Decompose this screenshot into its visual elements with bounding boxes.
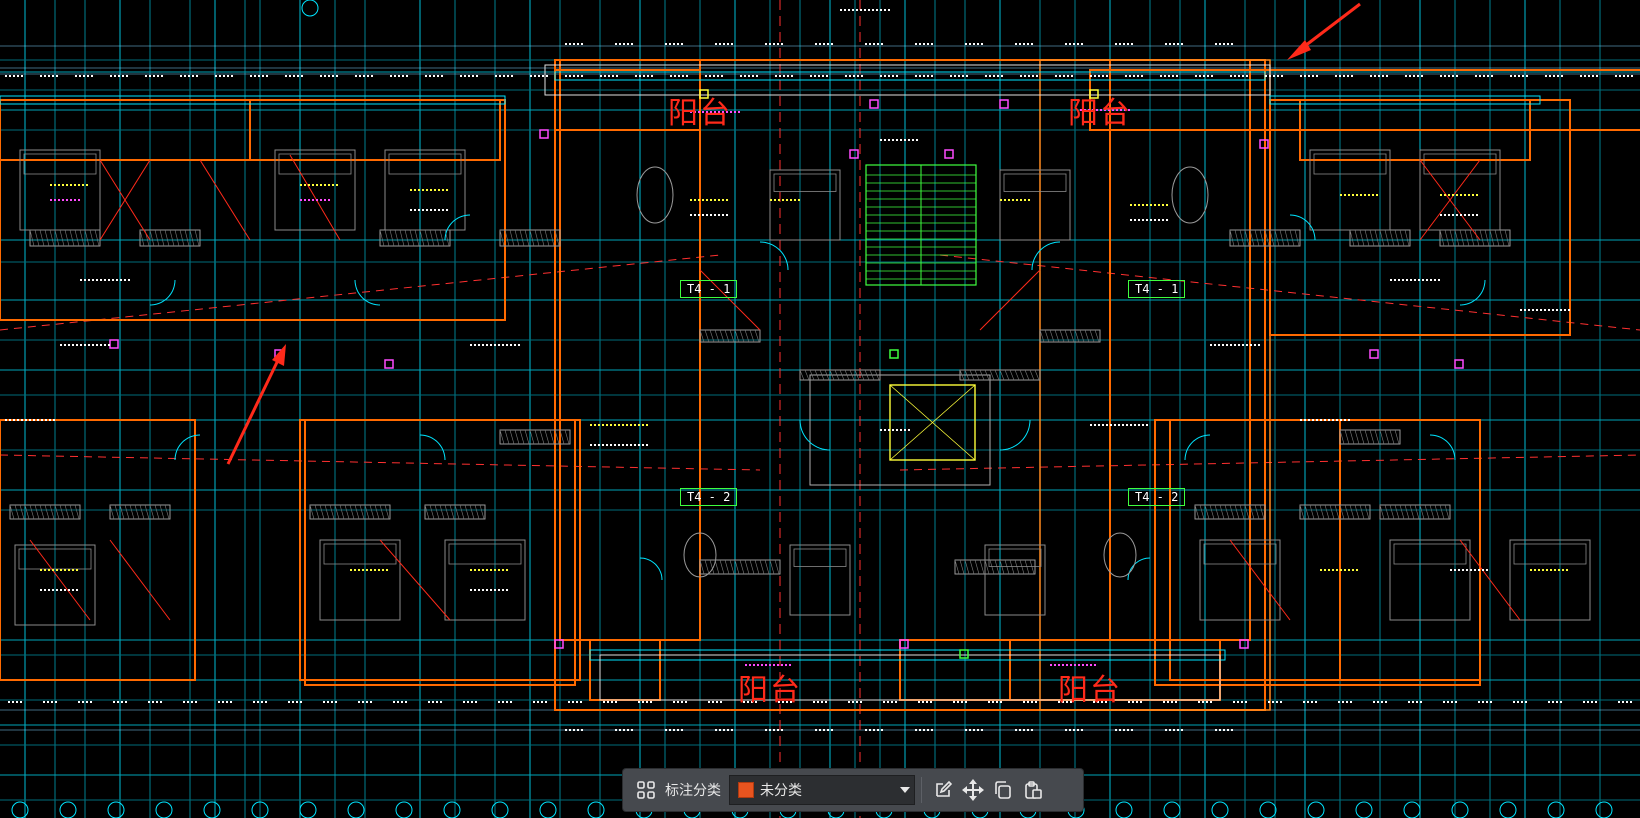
unit-tag-t4-2-left: T4 - 2 [680,488,738,506]
balcony-label-top-left: 阳台 [668,96,732,131]
unit-tag-t4-1-right: T4 - 1 [1128,280,1186,298]
unit-tag-t4-1-left: T4 - 1 [680,280,738,298]
edit-icon[interactable] [928,775,958,805]
balcony-label-bottom-left: 阳台 [738,673,802,708]
paste-icon[interactable] [1018,775,1048,805]
move-icon[interactable] [958,775,988,805]
annotation-toolbar: 标注分类 未分类 [623,769,1083,811]
unit-tag-t4-2-right: T4 - 2 [1128,488,1186,506]
balcony-label-top-right: 阳台 [1068,96,1132,131]
copy-icon[interactable] [988,775,1018,805]
category-value: 未分类 [760,783,802,799]
category-dropdown[interactable]: 未分类 [729,775,915,805]
category-label: 标注分类 [665,783,721,799]
category-color-swatch [738,782,754,798]
red-annotation-arrow-left [226,344,286,465]
balcony-label-bottom-right: 阳台 [1058,673,1122,708]
toolbar-divider [921,777,922,803]
chevron-down-icon [896,787,914,793]
grid-icon[interactable] [631,775,661,805]
red-annotation-arrow-top [1287,2,1361,60]
